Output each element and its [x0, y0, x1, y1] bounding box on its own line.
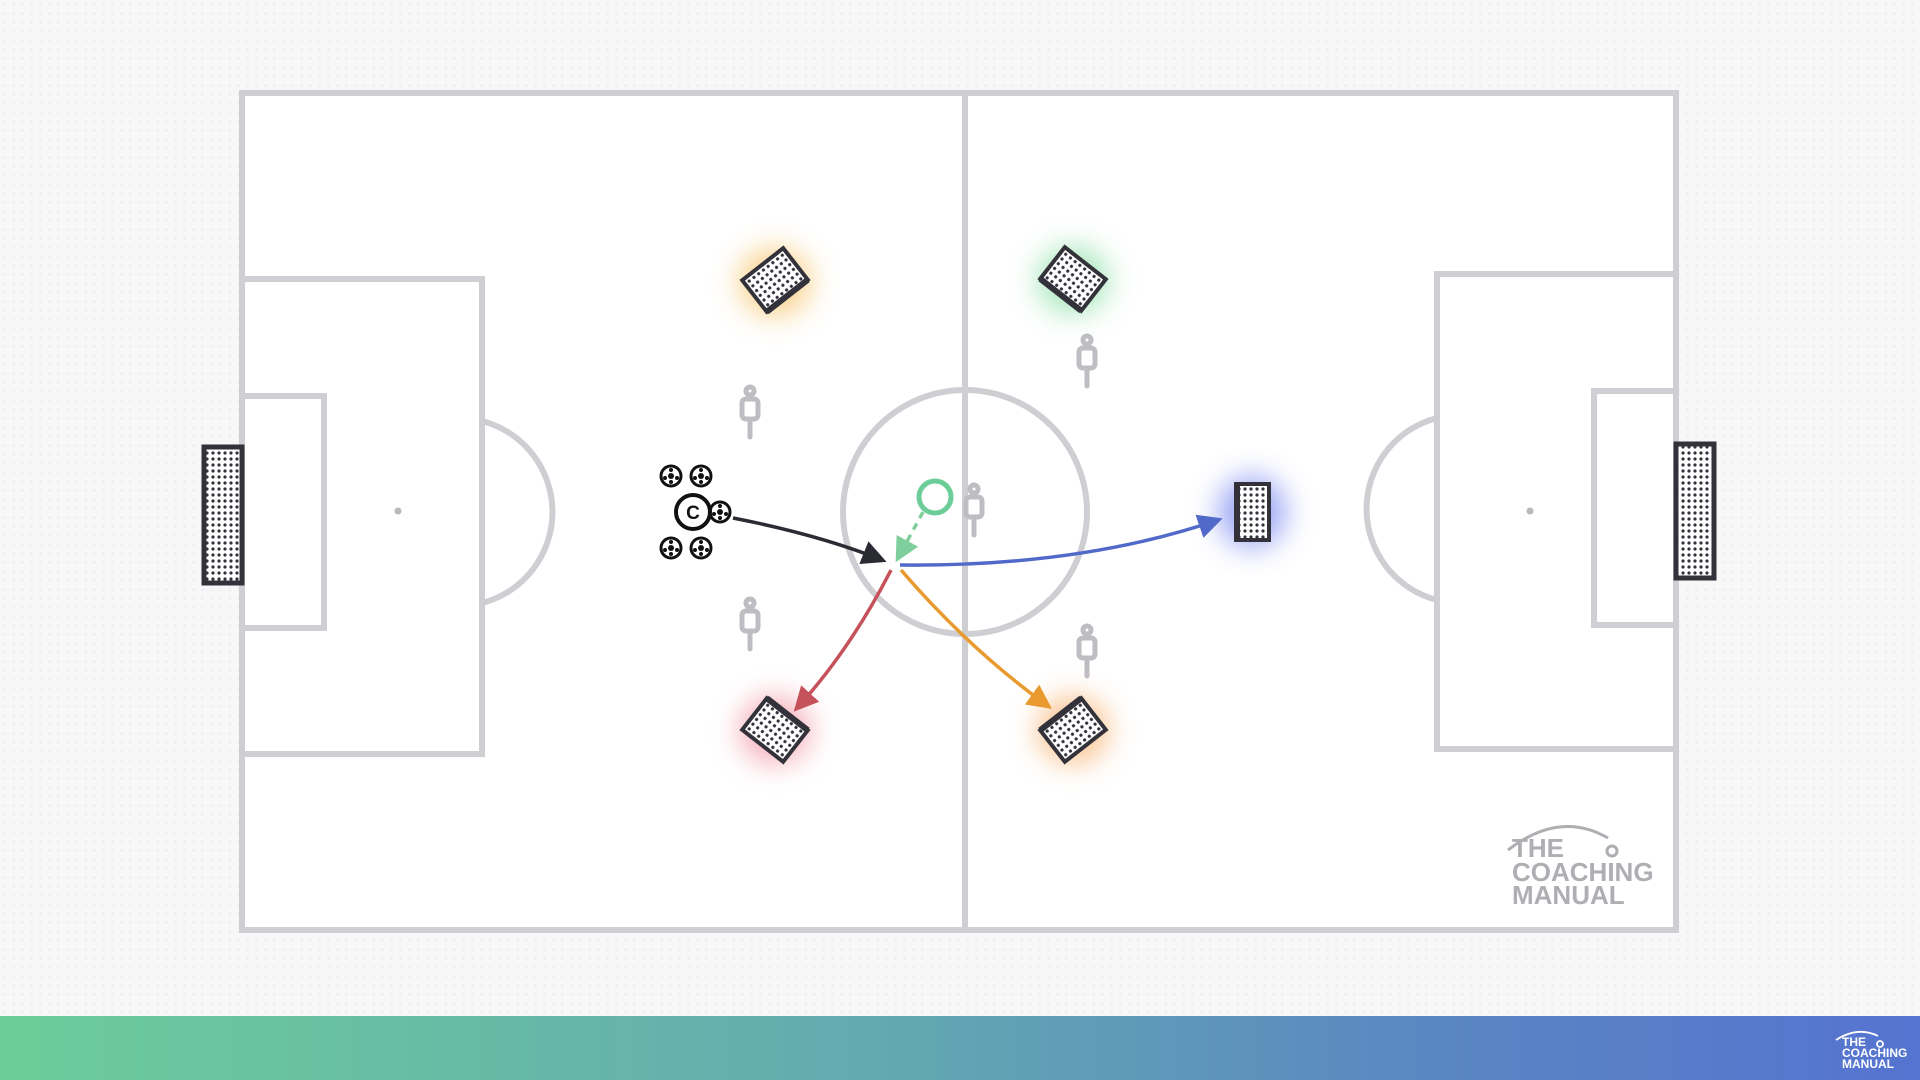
right-penalty-spot: [1526, 507, 1534, 515]
footer-logo: THE COACHING MANUAL: [1835, 1030, 1907, 1071]
watermark-ball-icon: [1605, 844, 1619, 858]
mini-goal-blue-right: [1218, 476, 1286, 548]
footer-logo-line1: THE: [1842, 1035, 1866, 1049]
pass-arrow-coach: [732, 516, 887, 565]
mini-goal-orange-bottom-right: [1037, 695, 1109, 765]
center-circle: [840, 387, 1090, 637]
ball-stack: [659, 464, 732, 560]
watermark-line2: COACHING: [1512, 857, 1654, 887]
pass-arrow-orange: [899, 568, 1052, 709]
footer-logo-ball-icon: [1876, 1040, 1884, 1048]
footer-logo-line3: MANUAL: [1842, 1057, 1894, 1071]
ball-icon: [689, 464, 713, 488]
mini-goal-orange-top-left: [739, 245, 811, 316]
mini-goal-red-bottom-left: [739, 695, 811, 765]
watermark-line1: THE: [1512, 833, 1564, 863]
mannequin-bottom-right: [1076, 623, 1098, 679]
right-goal: [1673, 441, 1717, 581]
pass-arrow-red: [793, 569, 893, 712]
ball-icon: [659, 536, 683, 560]
ball-icon: [708, 500, 732, 524]
target-player-icon: [916, 478, 954, 516]
mannequin-bottom-left: [739, 596, 761, 652]
mini-goal-green-top-right: [1037, 244, 1109, 314]
coach-label: C: [686, 503, 700, 524]
mannequin-center: [963, 482, 985, 538]
ball-icon: [659, 464, 683, 488]
footer-bar: [0, 1016, 1920, 1080]
watermark-line3: MANUAL: [1512, 880, 1625, 910]
watermark-swoosh: [1507, 825, 1609, 852]
left-penalty-arc: [481, 418, 556, 606]
left-goal: [201, 444, 245, 586]
footer-logo-swoosh: [1835, 1030, 1879, 1041]
mannequin-top-left: [739, 384, 761, 440]
mannequin-top-right: [1076, 333, 1098, 389]
pitch-surface: [239, 90, 1679, 933]
coach-icon: C: [674, 493, 712, 531]
pitch: [239, 90, 1679, 933]
right-penalty-arc: [1363, 415, 1438, 603]
ball-icon: [689, 536, 713, 560]
pass-arrow-blue: [899, 514, 1223, 567]
mannequins: [739, 333, 1098, 679]
coaching-manual-watermark: THE COACHING MANUAL: [1507, 825, 1654, 910]
run-arrow-green: [895, 511, 925, 563]
footer-logo-line2: COACHING: [1842, 1046, 1907, 1060]
left-penalty-spot: [394, 507, 402, 515]
